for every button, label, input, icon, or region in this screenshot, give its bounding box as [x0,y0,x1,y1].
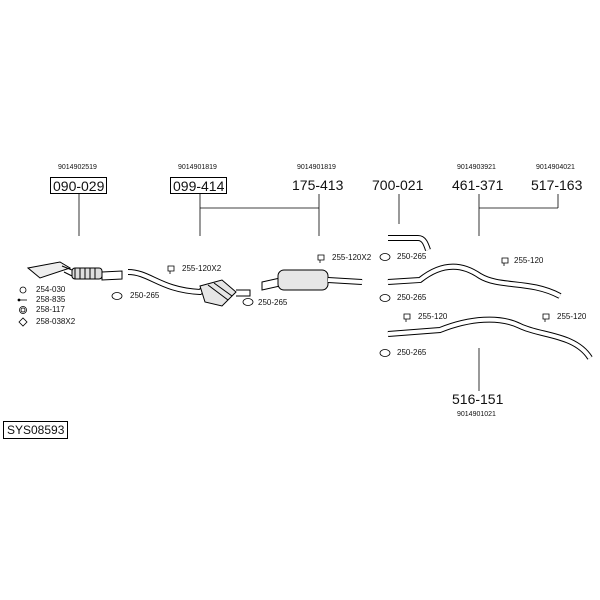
hanger-label: 255-120 [557,312,587,321]
system-code: SYS08593 [3,421,69,439]
hanger-label: 255-120X2 [332,253,372,262]
connecting-pipe-part [388,235,431,251]
oe-number: 9014901819 [297,164,336,171]
oe-number: 9014901021 [457,411,496,418]
hanger-icon [167,265,175,274]
hardware-label: 254-030 [36,285,66,294]
oe-number: 9014904021 [536,164,575,171]
hanger-icon [317,254,325,263]
hanger-label: 255-120 [514,256,544,265]
clamp-icon [242,298,254,306]
clamp-label: 250-265 [397,252,427,261]
hardware-label: 258-038X2 [36,317,76,326]
oe-number: 9014901819 [178,164,217,171]
front-pipe-part [26,261,123,281]
clamp-icon [111,292,123,300]
clamp-label: 250-265 [397,348,427,357]
hanger-icon [501,257,509,266]
hardware-label: 258-835 [36,295,66,304]
oe-number: 9014902519 [58,164,97,171]
nut-icon [18,317,28,327]
part-number[interactable]: 175-413 [292,177,344,193]
clamp-label: 250-265 [258,298,288,307]
part-number[interactable]: 099-414 [170,177,228,194]
part-number[interactable]: 461-371 [452,177,504,193]
hanger-label: 255-120X2 [182,264,222,273]
part-number[interactable]: 700-021 [372,177,424,193]
hanger-icon [403,313,411,322]
part-number[interactable]: 090-029 [50,177,108,194]
catalytic-converter-part [127,269,251,307]
gasket-icon [19,286,27,294]
clamp-label: 250-265 [130,291,160,300]
clamp-label: 250-265 [397,293,427,302]
clamp-icon [379,349,391,357]
rear-pipe-part [387,263,562,299]
part-number[interactable]: 516-151 [452,391,504,407]
clamp-icon [379,253,391,261]
clamp-icon [379,294,391,302]
hardware-label: 258-117 [36,305,65,314]
oe-number: 9014903921 [457,164,496,171]
tail-pipe-part [387,316,593,360]
part-number[interactable]: 517-163 [531,177,583,193]
hanger-label: 255-120 [418,312,448,321]
hanger-icon [542,313,550,322]
middle-silencer-part [261,269,363,291]
